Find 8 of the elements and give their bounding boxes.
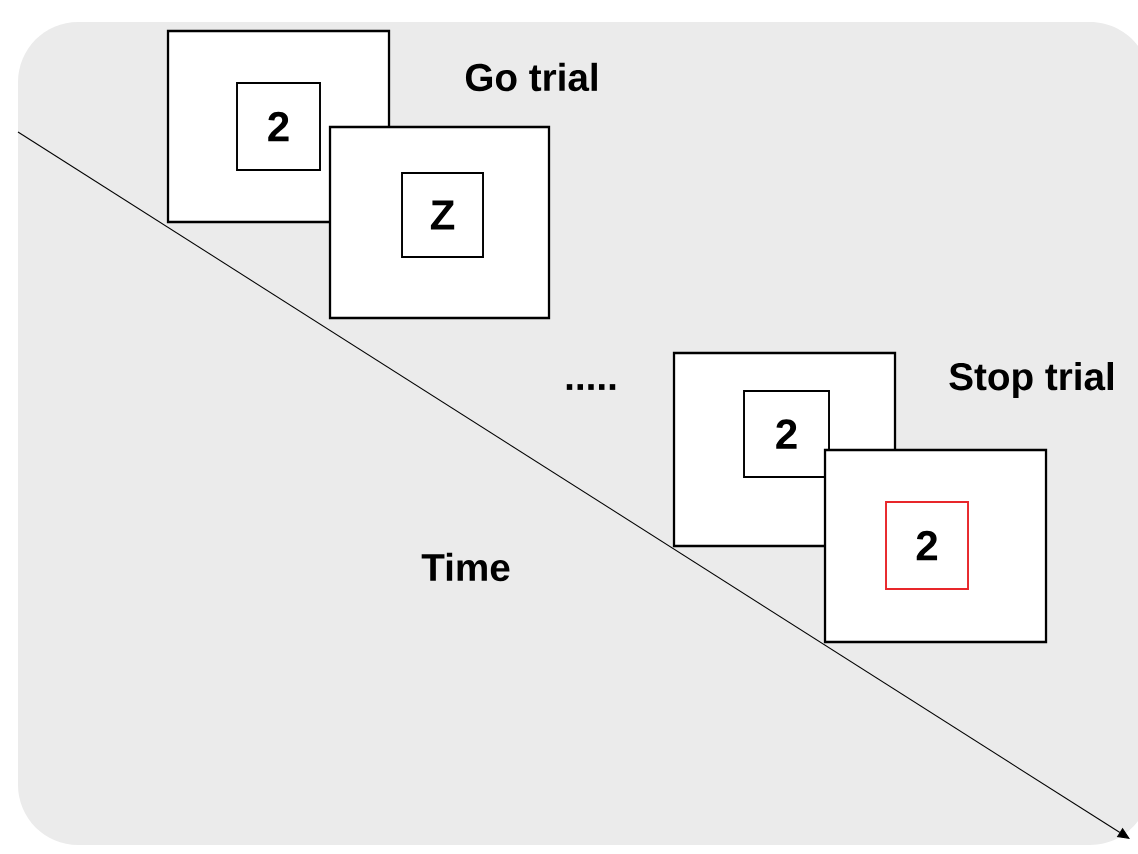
axis-label: Time bbox=[421, 552, 510, 582]
stimulus-box: 2 bbox=[743, 390, 830, 478]
title-label: Go trial bbox=[465, 62, 597, 92]
stimulus-box: Z bbox=[401, 172, 484, 258]
ellipsis: ..... bbox=[566, 384, 616, 390]
stimulus-box: 2 bbox=[885, 501, 969, 590]
title-label: Stop trial bbox=[949, 362, 1113, 398]
stimulus-box: 2 bbox=[236, 82, 321, 171]
